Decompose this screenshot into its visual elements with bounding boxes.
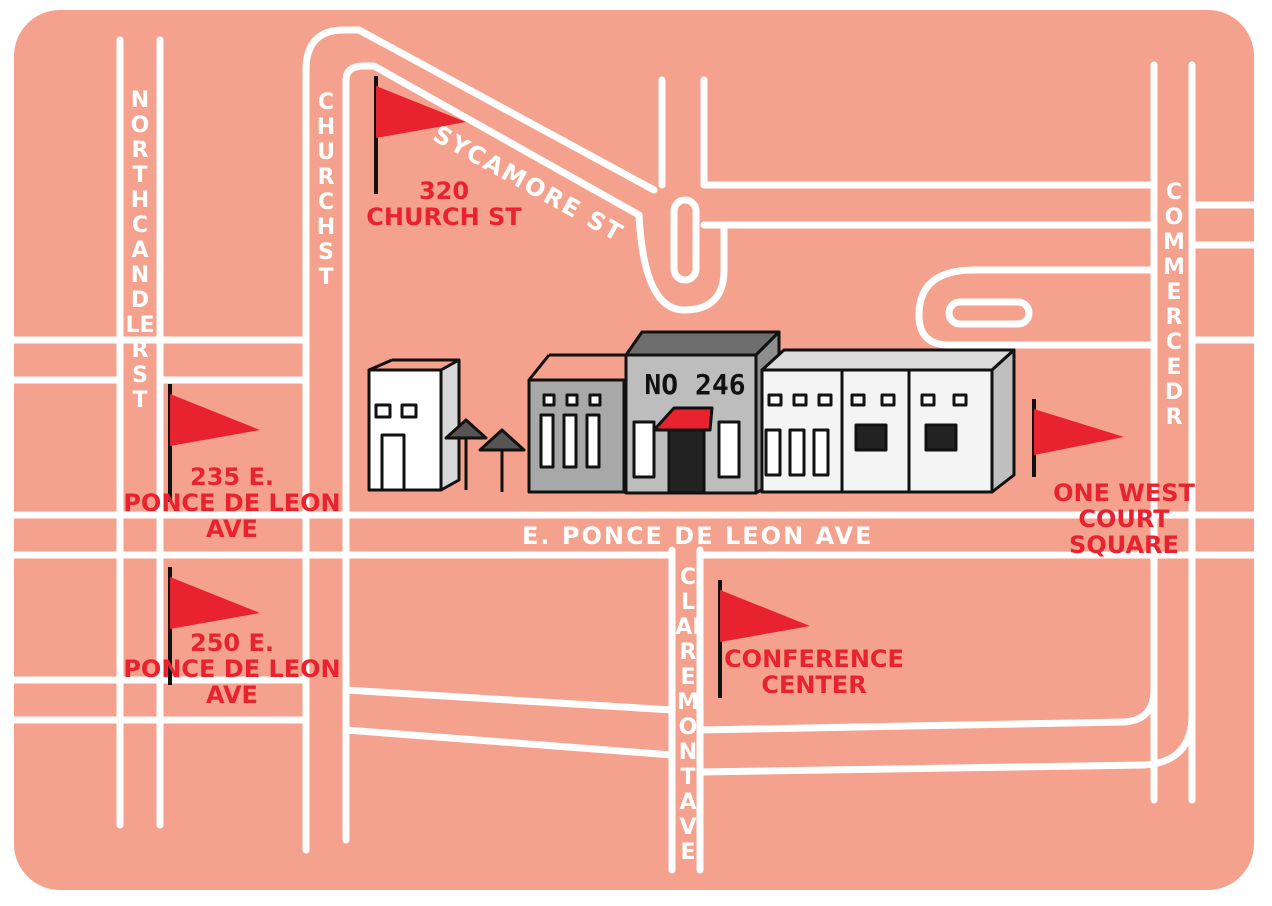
storefront-illustration bbox=[367, 330, 1016, 495]
pennant-flag-icon bbox=[1032, 399, 1124, 477]
pennant-flag-icon bbox=[168, 567, 260, 685]
street-line bbox=[342, 686, 676, 714]
place-label-235-ponce: 235 E. PONCE DE LEON AVE bbox=[123, 463, 341, 543]
place-label-conference-center: CONFERENCE CENTER bbox=[724, 645, 904, 699]
place-label-320-church: 320 CHURCH ST bbox=[366, 177, 522, 231]
street-grid bbox=[14, 26, 1254, 874]
street-line bbox=[635, 211, 728, 314]
map-canvas: NO 246 NORTH CANDLER ST CHURCH ST COMMER… bbox=[14, 10, 1254, 890]
street-line bbox=[696, 686, 1158, 734]
street-line bbox=[342, 726, 676, 759]
street-loop bbox=[945, 298, 1033, 328]
pennant-flag-icon bbox=[374, 76, 466, 194]
street-label-commerce: COMMERCE DR bbox=[1163, 180, 1185, 430]
building-number-sign: NO 246 bbox=[644, 368, 746, 401]
pennant-flag-icon bbox=[168, 384, 260, 502]
street-label-ponce: E. PONCE DE LEON AVE bbox=[522, 522, 874, 550]
street-line bbox=[915, 266, 1158, 349]
pennant-flag-icon bbox=[718, 580, 810, 698]
street-label-north-candler: NORTH CANDLER ST bbox=[125, 88, 155, 413]
street-label-church: CHURCH ST bbox=[316, 90, 336, 290]
street-loop bbox=[670, 196, 700, 284]
street-line bbox=[342, 62, 643, 219]
street-line bbox=[696, 711, 1196, 776]
street-line bbox=[302, 26, 658, 194]
place-label-250-ponce: 250 E. PONCE DE LEON AVE bbox=[123, 629, 341, 709]
place-label-one-west-court-square: ONE WEST COURT SQUARE bbox=[1053, 479, 1195, 559]
street-label-clairemont: CLAIREMONT AVE bbox=[675, 565, 701, 865]
